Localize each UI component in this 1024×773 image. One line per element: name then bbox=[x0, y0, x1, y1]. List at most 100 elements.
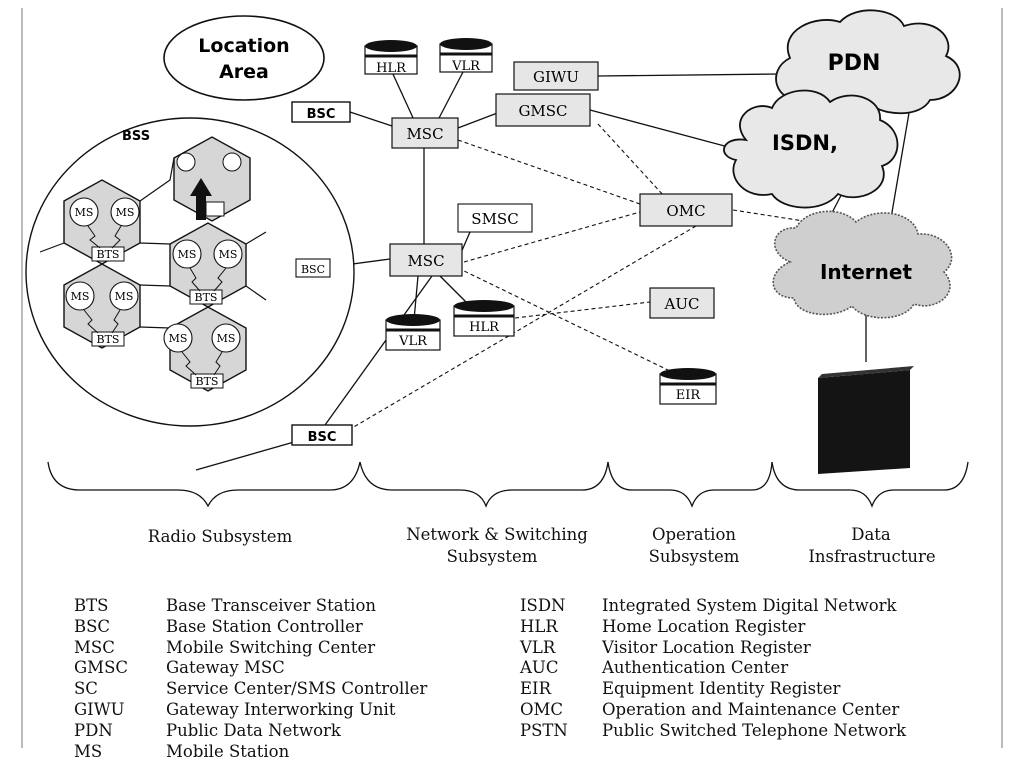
svg-text:GMSC: GMSC bbox=[518, 102, 567, 120]
link-giwu-pdn bbox=[597, 73, 781, 77]
location-area-ellipse: Location Area bbox=[163, 15, 325, 101]
location-area-label-2: Area bbox=[219, 61, 269, 83]
ms-circle bbox=[65, 281, 95, 311]
bts-box bbox=[190, 373, 224, 389]
svg-text:MSC: MSC bbox=[406, 125, 443, 143]
link-msc-gmsc bbox=[457, 111, 501, 129]
bts-label: BTS bbox=[97, 248, 120, 261]
gmsc-node: GMSC bbox=[495, 93, 591, 127]
legend-abbreviation: HLR bbox=[520, 616, 558, 636]
ms-label: MS bbox=[178, 248, 197, 261]
os-label-1: Operation bbox=[652, 525, 736, 544]
legend-abbreviation: EIR bbox=[520, 679, 551, 699]
ms-label: MS bbox=[217, 332, 236, 345]
internet-cloud: Internet bbox=[772, 210, 953, 319]
ms-circle bbox=[110, 197, 140, 227]
radio-brace bbox=[47, 461, 361, 508]
svg-text:VLR: VLR bbox=[451, 59, 481, 74]
legend-description: Service Center/SMS Controller bbox=[166, 679, 428, 699]
location-area-label-1: Location bbox=[198, 35, 289, 57]
svg-text:EIR: EIR bbox=[676, 388, 702, 403]
legend-description: Base Transceiver Station bbox=[166, 596, 377, 615]
ms-circle bbox=[109, 281, 139, 311]
ms-label: MS bbox=[115, 290, 134, 303]
vlr-bottom-database-icon: VLR bbox=[385, 314, 441, 351]
nss-label-1: Network & Switching bbox=[406, 525, 588, 544]
legend-abbreviation: AUC bbox=[520, 658, 559, 678]
cell-tower-icon bbox=[176, 152, 242, 220]
ms-label: MS bbox=[116, 206, 135, 219]
link-vlr-msc bbox=[437, 71, 464, 121]
legend-abbreviation: OMC bbox=[520, 700, 564, 719]
svg-text:HLR: HLR bbox=[469, 320, 500, 335]
link-msc-bsc-bottom bbox=[319, 275, 433, 433]
legend-description: Operation and Maintenance Center bbox=[602, 700, 900, 719]
dash-gmsc-omc bbox=[597, 123, 665, 197]
nss-brace bbox=[359, 461, 609, 508]
bts-label: BTS bbox=[97, 333, 120, 346]
legend-abbreviation: BSC bbox=[74, 616, 111, 636]
ms-bts-zigzags bbox=[83, 225, 227, 376]
legend-abbreviation: PDN bbox=[74, 720, 113, 740]
hlr-bottom-database-icon: HLR bbox=[453, 300, 515, 337]
legend-description: Gateway Interworking Unit bbox=[166, 700, 396, 719]
data-brace bbox=[771, 461, 969, 508]
dash-hlr-auc bbox=[514, 301, 651, 319]
auc-node: AUC bbox=[649, 287, 715, 319]
hex-cell-outlines bbox=[39, 157, 267, 329]
msc-top-node: MSC bbox=[391, 117, 459, 149]
isdn-label: ISDN, bbox=[772, 131, 838, 155]
bsc-mid-node: BSC bbox=[295, 258, 331, 278]
dashed-links bbox=[351, 123, 837, 429]
smsc-node: SMSC bbox=[457, 203, 533, 233]
legend-abbreviation: GIWU bbox=[74, 700, 125, 719]
os-brace bbox=[607, 461, 773, 508]
bts-label: BTS bbox=[196, 375, 219, 388]
bts-box bbox=[91, 331, 125, 347]
link-bsc-bottom-radio bbox=[195, 441, 295, 471]
internet-label: Internet bbox=[820, 260, 912, 284]
dash-msc-top-omc bbox=[457, 139, 641, 205]
subsystem-labels: Radio Subsystem Network & Switching Subs… bbox=[148, 525, 936, 566]
bts-box bbox=[189, 289, 223, 305]
link-msc-hlr-bottom bbox=[439, 275, 471, 307]
legend-description: Gateway MSC bbox=[166, 658, 285, 678]
pdn-label: PDN bbox=[828, 51, 881, 76]
bts-box bbox=[91, 246, 125, 262]
ms-label: MS bbox=[219, 248, 238, 261]
svg-text:BSC: BSC bbox=[307, 107, 336, 122]
svg-text:HLR: HLR bbox=[376, 61, 407, 76]
ms-label: MS bbox=[169, 332, 188, 345]
legend-description: Equipment Identity Register bbox=[602, 679, 841, 699]
ms-circle bbox=[69, 197, 99, 227]
subsystem-braces bbox=[47, 461, 969, 508]
vlr-top-database-icon: VLR bbox=[439, 38, 493, 74]
legend-description: Integrated System Digital Network bbox=[602, 596, 897, 615]
dash-msc-bottom-omc bbox=[463, 211, 641, 263]
msc-bottom-node: MSC bbox=[389, 243, 463, 277]
svg-text:BSC: BSC bbox=[308, 430, 337, 445]
link-gmsc-isdn bbox=[589, 109, 733, 149]
data-label-1: Data bbox=[851, 525, 891, 544]
giwu-node: GIWU bbox=[513, 61, 599, 91]
nss-label-2: Subsystem bbox=[447, 547, 538, 566]
isdn-pstn-cloud: ISDN, bbox=[723, 89, 899, 209]
ms-circle bbox=[213, 239, 243, 269]
legend-description: Authentication Center bbox=[602, 658, 789, 678]
ms-circle bbox=[211, 323, 241, 353]
radio-subsystem-label: Radio Subsystem bbox=[148, 527, 293, 546]
legend-abbreviation: ISDN bbox=[520, 596, 566, 615]
legend-abbreviation: GMSC bbox=[74, 658, 129, 678]
data-label-2: Insfrastructure bbox=[808, 547, 935, 566]
bss-label: BSS bbox=[122, 129, 150, 144]
os-label-2: Subsystem bbox=[649, 547, 740, 566]
legend-abbreviation: BTS bbox=[74, 596, 109, 615]
legend-abbreviation: MSC bbox=[74, 637, 115, 657]
legend-description: Public Data Network bbox=[166, 720, 341, 740]
legend-description: Home Location Register bbox=[602, 616, 806, 636]
bts-label: BTS bbox=[195, 291, 218, 304]
legend-description: Mobile Station bbox=[166, 741, 290, 761]
